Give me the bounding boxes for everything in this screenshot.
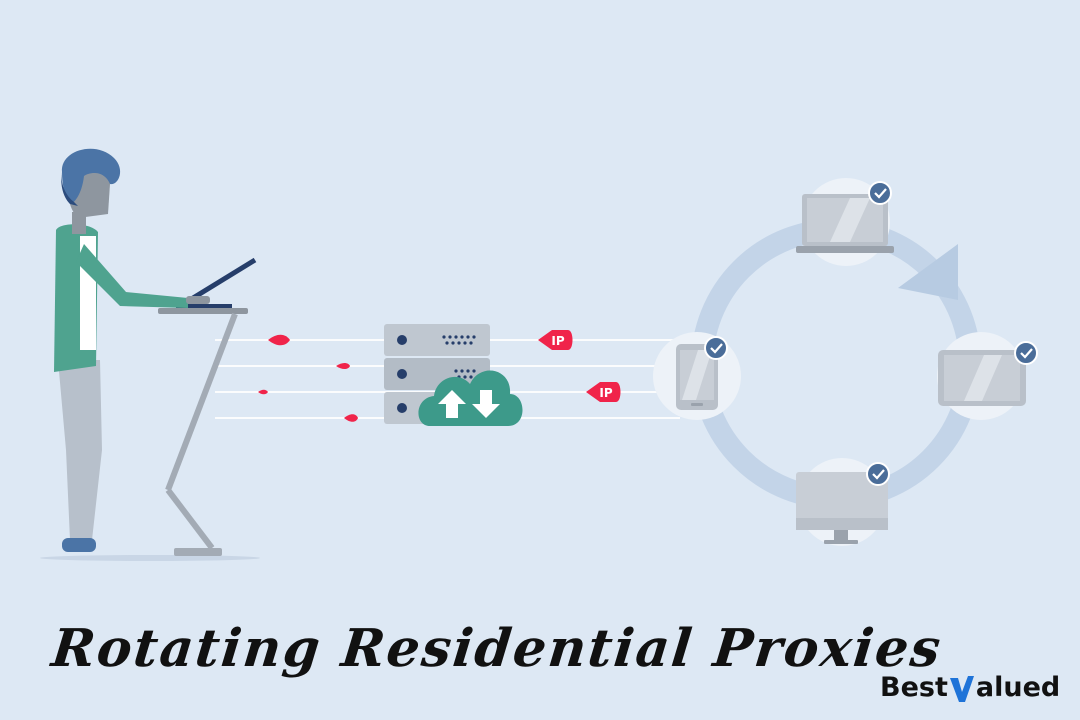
ip-tag-label: IP (551, 334, 564, 348)
rotation-ring (691, 219, 981, 509)
cloud-updown-icon (418, 370, 523, 426)
ip-tag-label: IP (599, 386, 612, 400)
device-phone (653, 332, 741, 420)
device-laptop (796, 178, 894, 266)
laptop-icon (796, 194, 894, 253)
ip-tag-lower: IP (586, 382, 621, 402)
device-tablet (937, 332, 1038, 420)
brand-suffix: alued (975, 672, 1061, 703)
check-icon (710, 343, 723, 354)
ip-tag-upper: IP (538, 330, 573, 350)
phone-icon (676, 344, 718, 410)
device-monitor (796, 458, 890, 546)
check-icon (1020, 348, 1033, 359)
monitor-icon (796, 472, 888, 544)
brand-prefix: Best (880, 672, 948, 703)
rotation-arrow-icon (898, 244, 958, 300)
check-icon (874, 188, 887, 199)
v-check-icon (949, 675, 974, 702)
caption-title: Rotating Residential Proxies (48, 618, 946, 679)
check-icon (872, 469, 885, 480)
tablet-icon (938, 350, 1026, 406)
person-figure (40, 148, 260, 561)
data-packets (258, 334, 358, 422)
brand-logo: Best alued (880, 672, 1060, 703)
